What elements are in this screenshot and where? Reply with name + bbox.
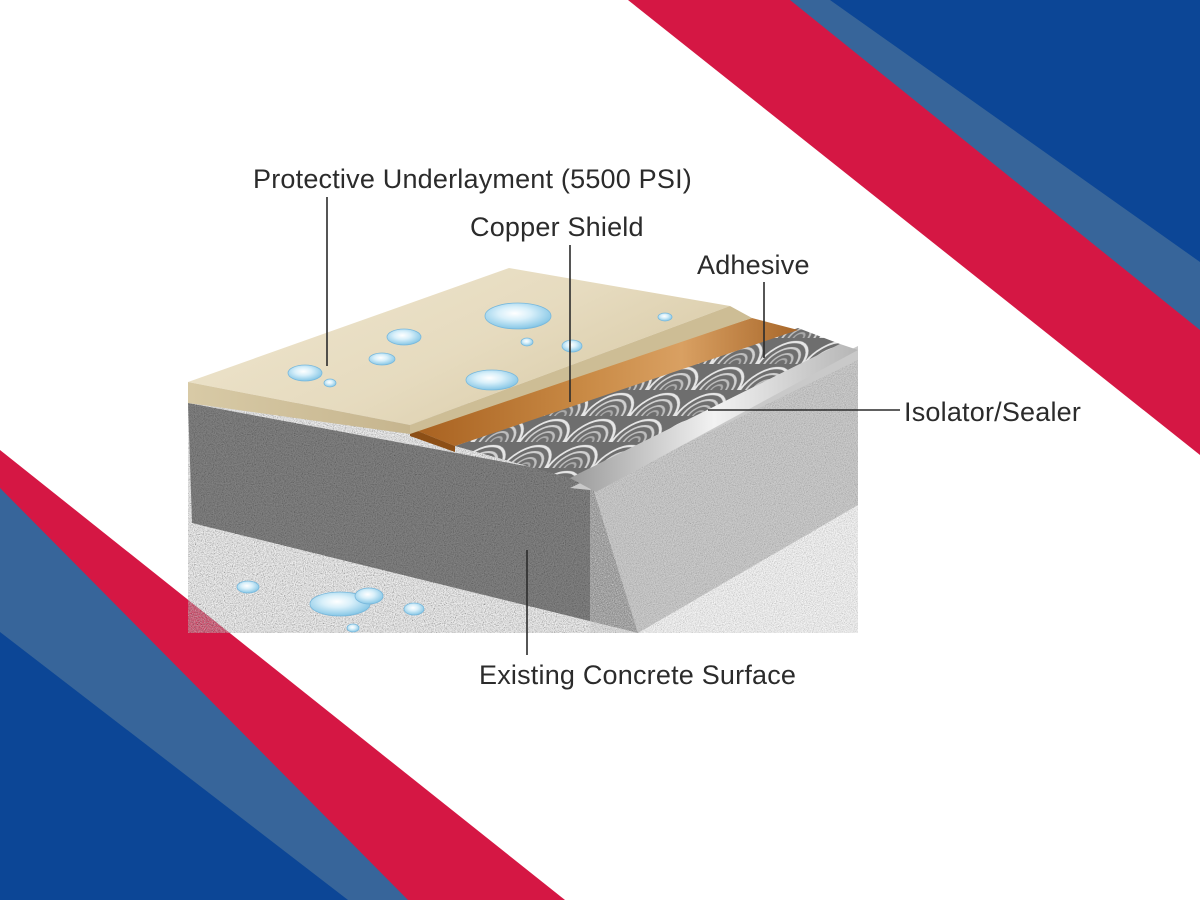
copper-top xyxy=(410,318,798,446)
protective-underlayment-layer xyxy=(188,268,752,434)
droplet xyxy=(386,328,422,346)
concrete-right-face xyxy=(590,350,858,633)
copper-edge xyxy=(410,428,455,452)
droplet xyxy=(323,378,337,388)
leader-lines xyxy=(326,197,900,655)
label-existing-concrete: Existing Concrete Surface xyxy=(479,660,796,690)
stripe-blue-top xyxy=(830,0,1200,262)
underlayment-bevel xyxy=(410,306,752,434)
droplet xyxy=(354,587,384,605)
droplet xyxy=(520,337,534,347)
adhesive-layer xyxy=(455,328,840,478)
copper-shield-layer xyxy=(410,318,798,452)
corner-stripes-top-right xyxy=(628,0,1200,455)
underlayment-front-edge xyxy=(188,382,410,434)
label-copper-shield: Copper Shield xyxy=(470,212,644,242)
droplet xyxy=(368,352,396,366)
droplet xyxy=(465,369,519,391)
concrete-front-face xyxy=(188,403,638,633)
isolator-sealer-strip xyxy=(570,344,858,492)
callout-labels: Protective Underlayment (5500 PSI) Coppe… xyxy=(253,164,1081,690)
droplet xyxy=(403,602,425,616)
droplet xyxy=(561,339,583,353)
label-protective-underlayment: Protective Underlayment (5500 PSI) xyxy=(253,164,692,194)
droplet xyxy=(236,580,260,594)
stripe-blue-bottom xyxy=(0,632,348,900)
label-adhesive: Adhesive xyxy=(697,250,810,280)
water-droplets xyxy=(236,302,673,633)
label-isolator-sealer: Isolator/Sealer xyxy=(904,397,1081,427)
underlayment-top xyxy=(188,268,730,425)
corner-stripes-bottom-left xyxy=(0,450,565,900)
droplet xyxy=(657,312,673,322)
droplet xyxy=(287,364,323,382)
droplet xyxy=(346,623,360,633)
droplet xyxy=(484,302,552,330)
